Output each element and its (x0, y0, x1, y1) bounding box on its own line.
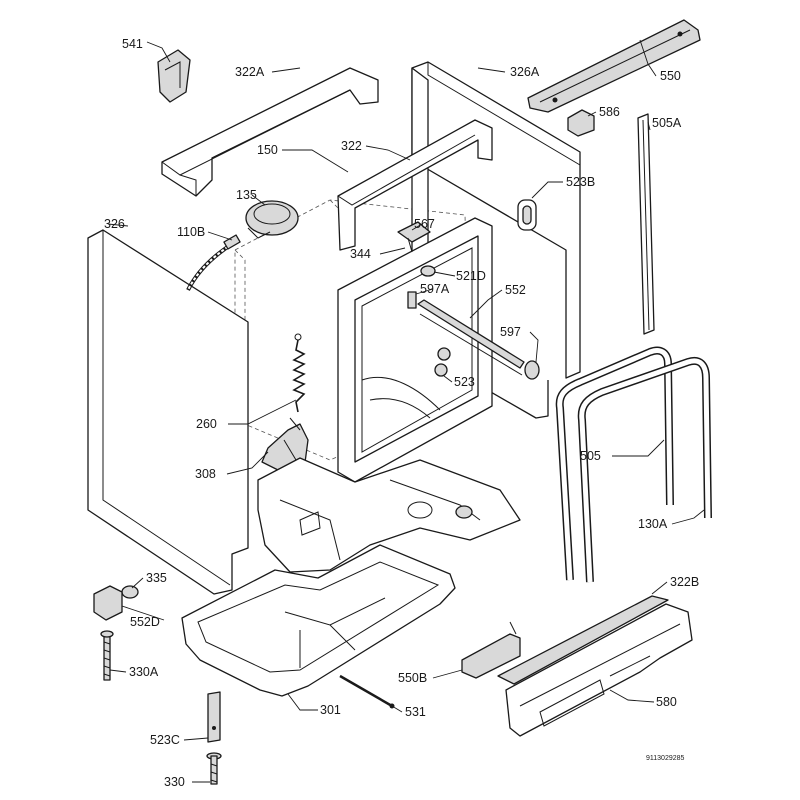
label-521d: 521D (456, 269, 486, 283)
label-550b: 550B (398, 671, 427, 685)
label-552d: 552D (130, 615, 160, 629)
part-base-frame[interactable] (257, 457, 521, 573)
part-580-kick-plate[interactable] (505, 603, 693, 737)
part-110b-hose[interactable] (186, 234, 241, 291)
label-586: 586 (599, 105, 620, 119)
part-597-clip[interactable] (524, 360, 540, 380)
part-322-inner-frame[interactable] (337, 119, 493, 251)
label-322b: 322B (670, 575, 699, 589)
part-130a-seal[interactable] (577, 356, 712, 583)
label-552: 552 (505, 283, 526, 297)
part-552d-foot[interactable] (93, 585, 123, 621)
part-335-nut[interactable] (121, 585, 139, 599)
part-326-side-panel[interactable] (87, 229, 249, 595)
part-135-salt-cap[interactable] (245, 200, 299, 239)
reference-code: 9113029285 (646, 755, 685, 762)
label-326: 326 (104, 217, 125, 231)
label-597a: 597A (420, 282, 450, 296)
part-301-base-pan[interactable] (181, 544, 456, 697)
label-541: 541 (122, 37, 143, 51)
part-521d-knob[interactable] (420, 265, 436, 277)
part-505-seal[interactable] (555, 346, 674, 581)
label-330: 330 (164, 775, 185, 789)
part-330-screw[interactable] (206, 752, 222, 785)
part-586-bracket[interactable] (567, 109, 595, 137)
label-505a: 505A (652, 116, 682, 130)
label-322a: 322A (235, 65, 265, 79)
part-322a-frame-rail[interactable] (161, 67, 379, 197)
leader-lines (107, 39, 705, 783)
label-580: 580 (656, 695, 677, 709)
part-260-spring[interactable] (292, 333, 306, 413)
label-523: 523 (454, 375, 475, 389)
label-531: 531 (405, 705, 426, 719)
label-550: 550 (660, 69, 681, 83)
part-552-bar[interactable] (417, 299, 525, 376)
part-523b-grommet[interactable] (517, 199, 537, 231)
label-523c: 523C (150, 733, 180, 747)
label-150: 150 (257, 143, 278, 157)
label-330a: 330A (129, 665, 159, 679)
part-door-frame[interactable] (337, 217, 493, 483)
label-130a: 130A (638, 517, 668, 531)
label-301: 301 (320, 703, 341, 717)
part-330a-screw[interactable] (100, 630, 114, 681)
label-110b: 110B (177, 225, 205, 239)
label-523b: 523B (566, 175, 595, 189)
part-523-bushings[interactable] (434, 347, 451, 377)
part-550b-bracket[interactable] (461, 621, 521, 679)
part-541-clip[interactable] (157, 49, 191, 103)
label-344: 344 (350, 247, 371, 261)
part-567-344-bracket[interactable] (397, 221, 431, 253)
part-labels: 541 322A 326A 550 586 505A 150 322 135 5… (104, 37, 699, 789)
label-308: 308 (195, 467, 216, 481)
label-597: 597 (500, 325, 521, 339)
part-322b-rail[interactable] (497, 595, 669, 685)
part-523c-bracket[interactable] (207, 691, 221, 743)
label-505: 505 (580, 449, 601, 463)
part-597a-clip[interactable] (407, 291, 417, 309)
label-326a: 326A (510, 65, 540, 79)
part-505a-strip[interactable] (637, 113, 655, 335)
label-260: 260 (196, 417, 217, 431)
label-135: 135 (236, 188, 257, 202)
label-567: 567 (414, 217, 435, 231)
part-531-rod[interactable] (339, 674, 395, 709)
label-322: 322 (341, 139, 362, 153)
part-550-hinge-bar[interactable] (527, 19, 701, 113)
label-335: 335 (146, 571, 167, 585)
